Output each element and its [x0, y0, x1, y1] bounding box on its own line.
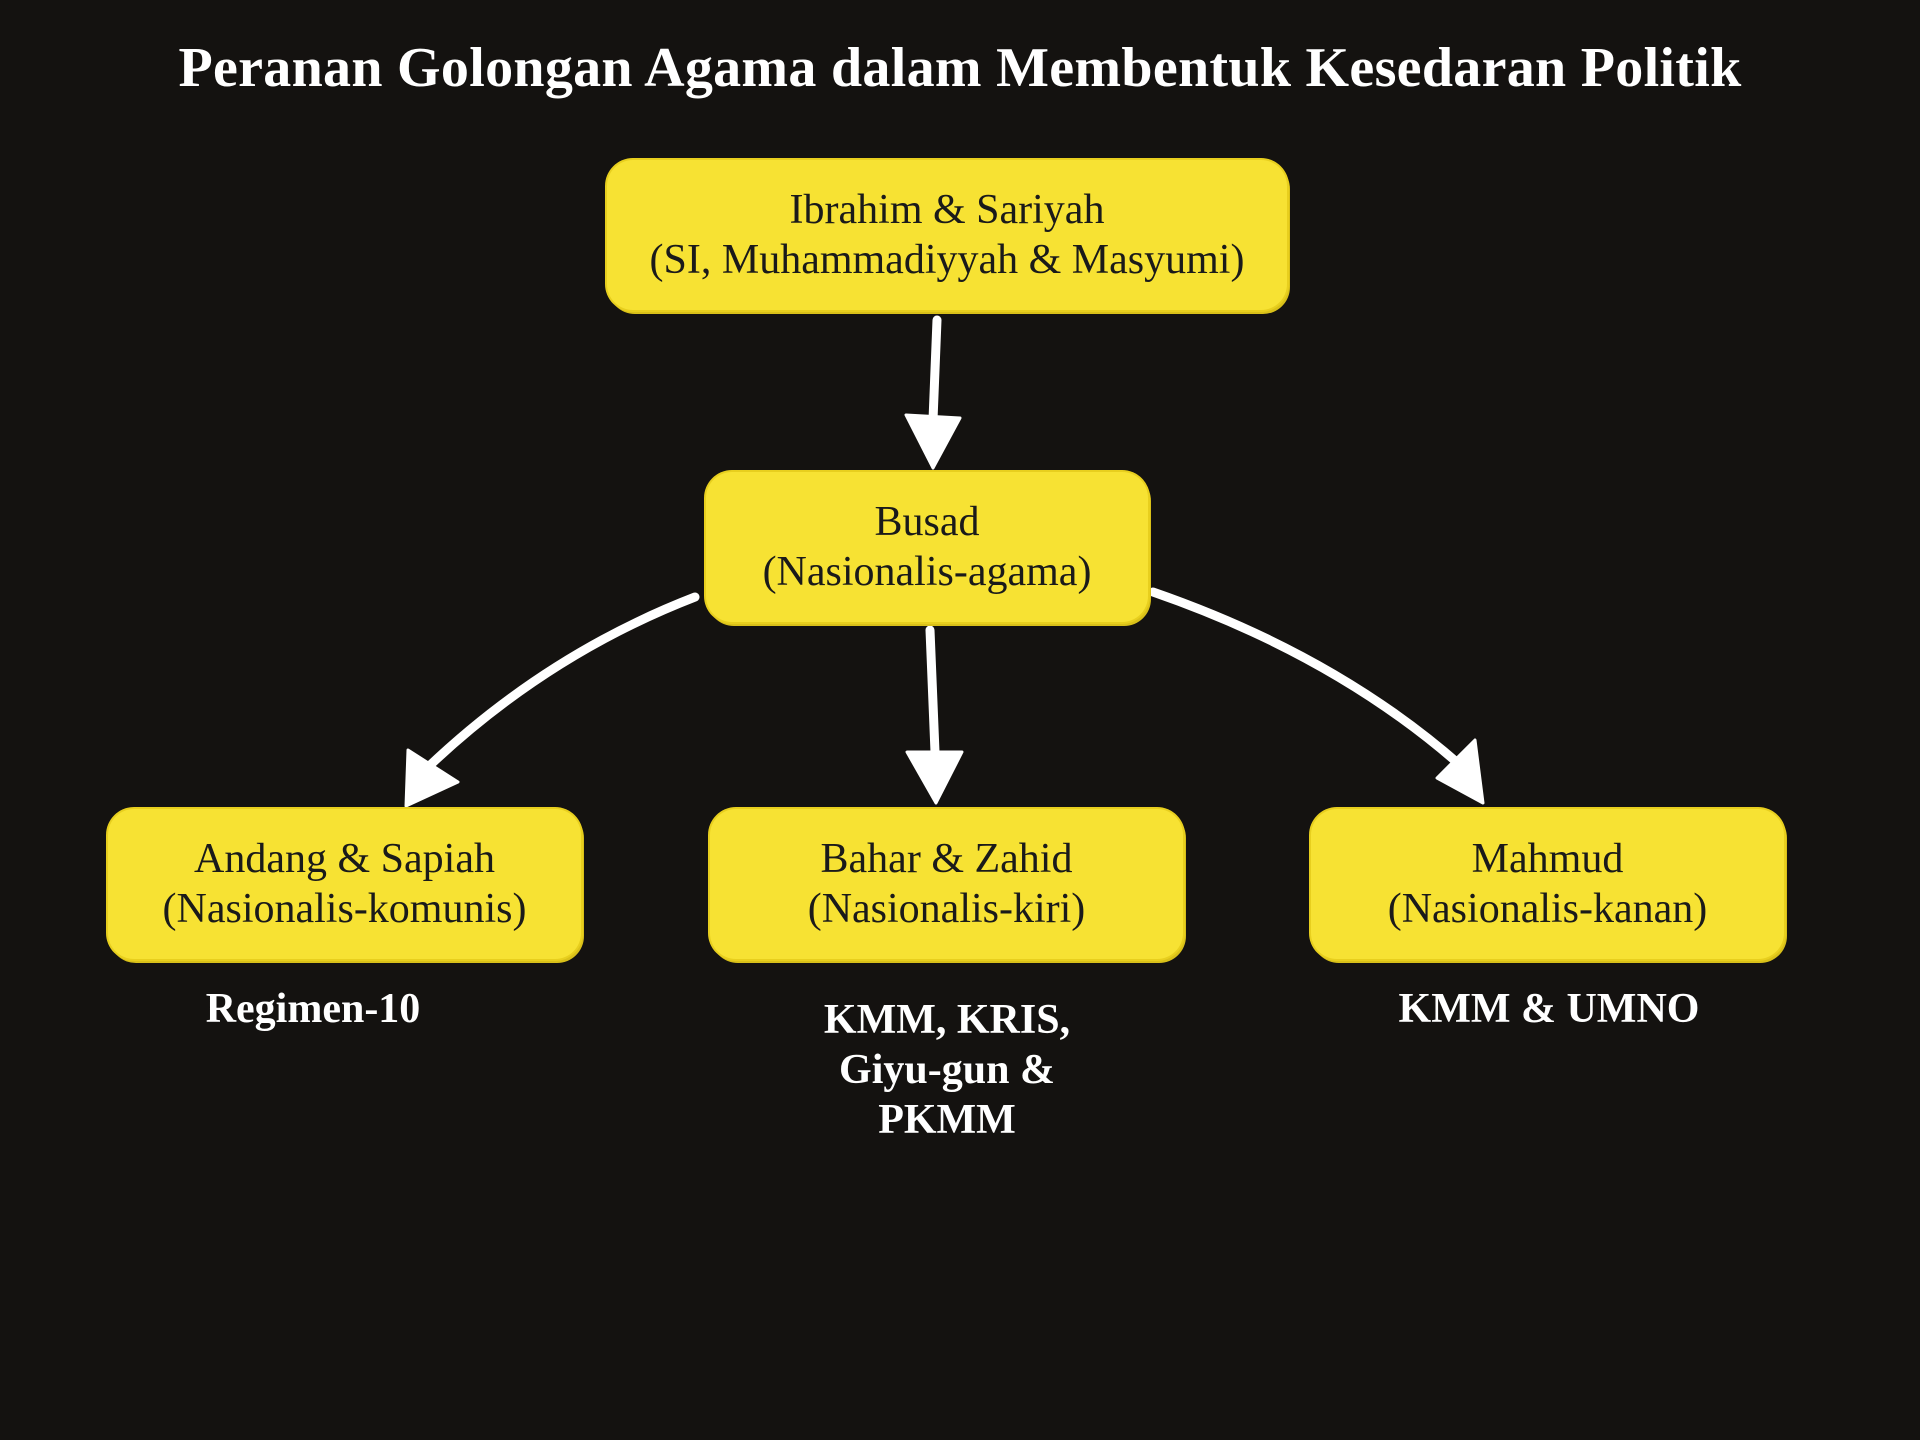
node-top-name: Ibrahim & Sariyah — [789, 187, 1105, 233]
note-organizations-center: KMM, KRIS, Giyu-gun & PKMM — [747, 995, 1147, 1145]
arrowhead-center — [905, 750, 964, 805]
note-right-line1: KMM & UMNO — [1398, 986, 1700, 1032]
node-middle-affiliation: (Nasionalis-agama) — [762, 549, 1092, 595]
node-left-affiliation: (Nasionalis-komunis) — [162, 886, 527, 932]
node-busad: Busad (Nasionalis-agama) — [706, 472, 1148, 622]
node-bahar-zahid: Bahar & Zahid (Nasionalis-kiri) — [710, 809, 1183, 959]
arrowhead-middle — [904, 413, 962, 470]
note-regimen: Regimen-10 — [113, 984, 513, 1034]
arrowhead-left — [404, 748, 460, 808]
node-andang-sapiah: Andang & Sapiah (Nasionalis-komunis) — [108, 809, 581, 959]
node-center-name: Bahar & Zahid — [820, 836, 1073, 882]
diagram-title: Peranan Golongan Agama dalam Membentuk K… — [178, 37, 1742, 99]
node-middle-name: Busad — [874, 499, 980, 545]
node-right-affiliation: (Nasionalis-kanan) — [1387, 886, 1708, 932]
node-ibrahim-sariyah: Ibrahim & Sariyah (SI, Muhammadiyyah & M… — [607, 160, 1287, 310]
node-left-name: Andang & Sapiah — [194, 836, 495, 882]
node-center-affiliation: (Nasionalis-kiri) — [807, 886, 1086, 932]
arrow-middle-to-right — [1148, 587, 1465, 770]
arrow-middle-to-center — [925, 625, 940, 757]
note-center-line2: Giyu-gun & — [839, 1047, 1055, 1093]
note-left-line1: Regimen-10 — [205, 986, 421, 1032]
note-center-line3: PKMM — [878, 1097, 1016, 1143]
arrow-top-to-middle — [928, 315, 942, 425]
node-mahmud: Mahmud (Nasionalis-kanan) — [1311, 809, 1784, 959]
node-top-affiliation: (SI, Muhammadiyyah & Masyumi) — [649, 237, 1245, 283]
arrow-middle-to-left — [420, 592, 700, 775]
arrowhead-right — [1435, 738, 1485, 805]
note-organizations-right: KMM & UMNO — [1349, 984, 1749, 1034]
note-center-line1: KMM, KRIS, — [823, 997, 1071, 1043]
node-right-name: Mahmud — [1471, 836, 1624, 882]
